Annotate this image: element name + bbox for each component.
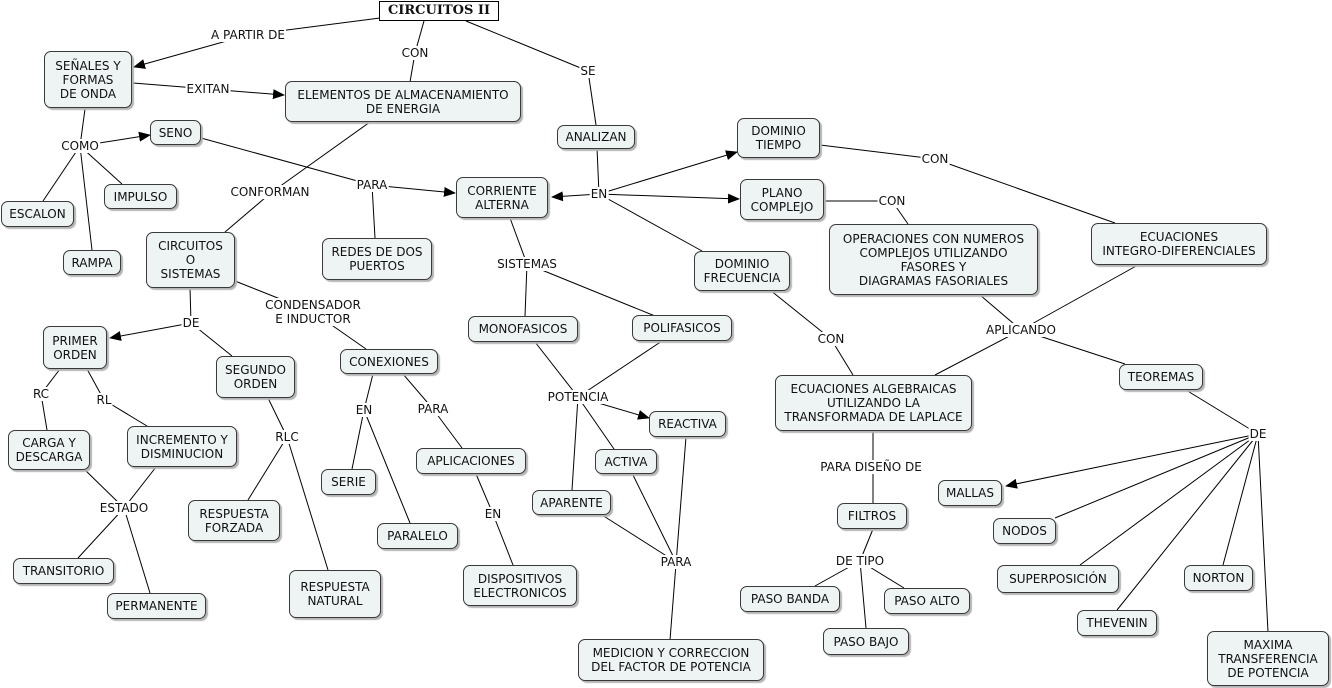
concept-senales-formas-onda: SEÑALES Y FORMAS DE ONDA [44,51,132,108]
link-exitan: EXITAN [185,82,231,96]
link-en: EN [354,403,374,417]
concept-seno: SENO [150,120,201,145]
concept-dispositivos-electronicos: DISPOSITIVOS ELECTRONICOS [463,565,577,606]
concept-dominio-tiempo: DOMINIO TIEMPO [737,118,820,158]
link-aplicando: APLICANDO [985,323,1057,337]
concept-mallas: MALLAS [938,480,1002,506]
link-para-diseno-de: PARA DISEÑO DE [819,460,923,474]
concept-carga-descarga: CARGA Y DESCARGA [8,430,90,470]
concept-serie: SERIE [321,469,376,495]
link-condensador-inductor: CONDENSADOR E INDUCTOR [264,298,362,326]
link-para: PARA [416,402,450,416]
concept-teoremas: TEOREMAS [1119,364,1203,390]
concept-polifasicos: POLIFASICOS [632,315,732,341]
link-se: SE [579,64,597,78]
concept-segundo-orden: SEGUNDO ORDEN [216,356,295,398]
link-rlc: RLC [274,430,300,444]
link-conforman: CONFORMAN [229,185,311,199]
concept-paso-alto: PASO ALTO [884,588,970,614]
link-rl: RL [95,393,113,407]
concept-paralelo: PARALELO [377,523,458,549]
map-title: CIRCUITOS II [379,1,499,21]
link-para: PARA [659,555,693,569]
link-con: CON [400,46,430,60]
link-de-tipo: DE TIPO [834,554,886,568]
concept-conexiones: CONEXIONES [340,349,438,374]
concept-elementos-almacenamiento: ELEMENTOS DE ALMACENAMIENTO DE ENERGIA [285,81,521,122]
link-en: EN [483,507,503,521]
concept-monofasicos: MONOFASICOS [468,316,578,342]
link-con: CON [816,332,846,346]
link-de: DE [1248,427,1268,441]
concept-medicion-factor-potencia: MEDICION Y CORRECCION DEL FACTOR DE POTE… [578,639,764,681]
concept-respuesta-forzada: RESPUESTA FORZADA [188,500,280,541]
concept-maxima-transferencia: MAXIMA TRANSFERENCIA DE POTENCIA [1207,631,1329,686]
link-potencia: POTENCIA [546,390,610,404]
link-sistemas: SISTEMAS [496,257,558,271]
concept-analizan: ANALIZAN [557,125,635,149]
concept-primer-orden: PRIMER ORDEN [43,326,107,369]
concept-thevenin: THEVENIN [1077,610,1157,636]
concept-impulso: IMPULSO [104,184,177,209]
concept-paso-bajo: PASO BAJO [823,628,909,655]
concept-aparente: APARENTE [532,490,611,515]
link-como: COMO [60,139,100,153]
concept-superposicion: SUPERPOSICIÓN [997,565,1119,593]
concept-filtros: FILTROS [837,503,907,529]
link-en: EN [589,187,609,201]
concept-norton: NORTON [1184,565,1253,591]
link-estado: ESTADO [98,501,150,515]
concept-respuesta-natural: RESPUESTA NATURAL [289,570,381,618]
concept-permanente: PERMANENTE [107,593,206,619]
concept-ecuaciones-integro-diferenciales: ECUACIONES INTEGRO-DIFERENCIALES [1091,223,1267,265]
concept-redes-dos-puertos: REDES DE DOS PUERTOS [322,238,432,280]
concept-transitorio: TRANSITORIO [13,558,114,584]
link-con: CON [877,194,907,208]
concept-activa: ACTIVA [595,449,657,474]
concept-dominio-frecuencia: DOMINIO FRECUENCIA [694,251,790,291]
concept-escalon: ESCALON [1,201,74,227]
concept-aplicaciones: APLICACIONES [416,448,526,474]
concept-paso-banda: PASO BANDA [740,586,840,612]
concept-operaciones-complejos: OPERACIONES CON NUMEROS COMPLEJOS UTILIZ… [829,224,1038,295]
link-para: PARA [355,178,389,192]
concept-plano-complejo: PLANO COMPLEJO [740,179,824,220]
concept-ecuaciones-algebraicas: ECUACIONES ALGEBRAICAS UTILIZANDO LA TRA… [775,375,972,431]
concept-rampa: RAMPA [63,250,121,275]
link-con: CON [920,152,950,166]
link-rc: RC [31,387,51,401]
concept-circuitos-sistemas: CIRCUITOS O SISTEMAS [146,232,235,288]
concept-nodos: NODOS [993,518,1056,544]
concept-incremento-disminucion: INCREMENTO Y DISMINUCION [127,426,237,467]
link-a-partir-de: A PARTIR DE [209,28,287,42]
concept-reactiva: REACTIVA [649,411,726,437]
concept-corriente-alterna: CORRIENTE ALTERNA [456,177,548,218]
link-de: DE [181,316,201,330]
